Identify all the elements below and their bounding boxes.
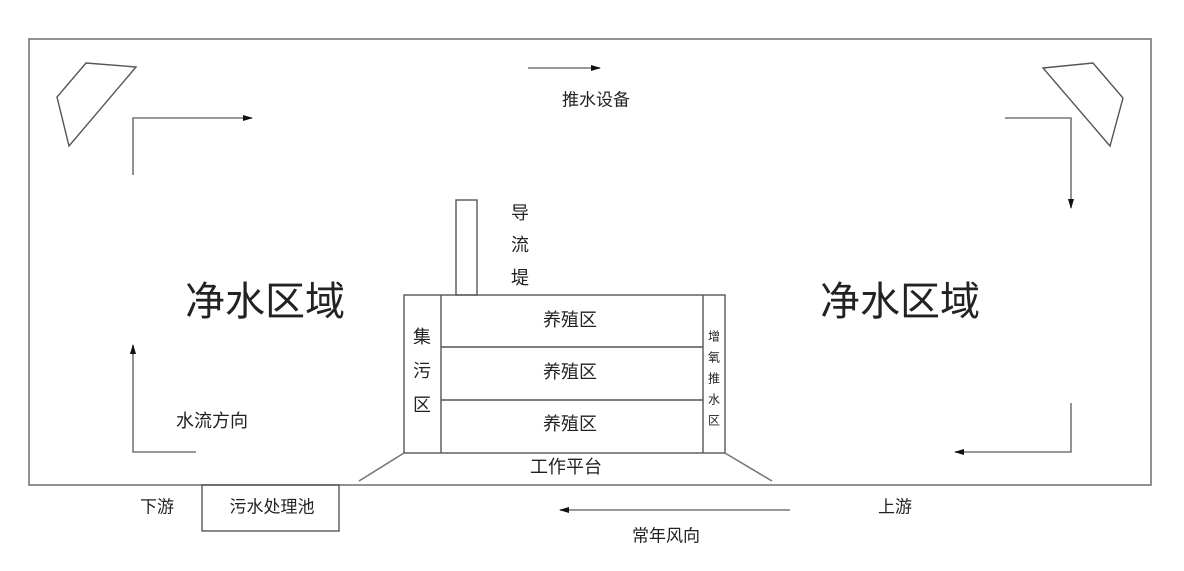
platform-edge [358, 452, 405, 482]
aeration-zone-char: 水 [708, 393, 720, 407]
clean-zone-left-label: 净水区域 [185, 279, 345, 325]
clean-zone-right-label: 净水区域 [820, 279, 980, 325]
collection-zone-char: 集 [413, 327, 431, 348]
flow-arrow-top-left [132, 115, 253, 175]
dike-label-char: 流 [511, 235, 529, 256]
downstream-label: 下游 [140, 498, 174, 518]
culture-zone-label: 养殖区 [543, 361, 597, 383]
push-equipment-left-icon [56, 62, 138, 148]
flow-arrow-bottom-left [130, 344, 196, 453]
culture-zone-label: 养殖区 [543, 309, 597, 331]
work-platform-label: 工作平台 [530, 457, 602, 478]
push-equipment-right-icon [1041, 62, 1124, 148]
flow-arrow-bottom-right [954, 403, 1072, 455]
culture-zone-label: 养殖区 [543, 413, 597, 435]
aeration-zone-char: 氧 [708, 351, 720, 365]
sewage-pond-label: 污水处理池 [230, 498, 315, 518]
upstream-label: 上游 [878, 498, 912, 518]
push-equipment-label: 推水设备 [562, 91, 630, 111]
water-body-frame [28, 38, 1152, 486]
dike-label-char: 导 [511, 203, 529, 224]
flow-direction-label: 水流方向 [176, 411, 248, 432]
culture-facility [403, 294, 726, 454]
wind-direction-label: 常年风向 [632, 527, 700, 547]
diversion-dike [455, 199, 478, 296]
collection-zone-char: 污 [413, 361, 431, 382]
flow-arrow-top-right [1005, 117, 1074, 209]
collection-zone-char: 区 [413, 395, 431, 416]
platform-edge [724, 452, 773, 482]
aeration-zone-char: 增 [708, 330, 720, 344]
aeration-zone-char: 区 [708, 414, 720, 428]
aeration-zone-char: 推 [708, 372, 720, 386]
sewage-pond [201, 484, 340, 532]
dike-label-char: 堤 [511, 268, 529, 289]
